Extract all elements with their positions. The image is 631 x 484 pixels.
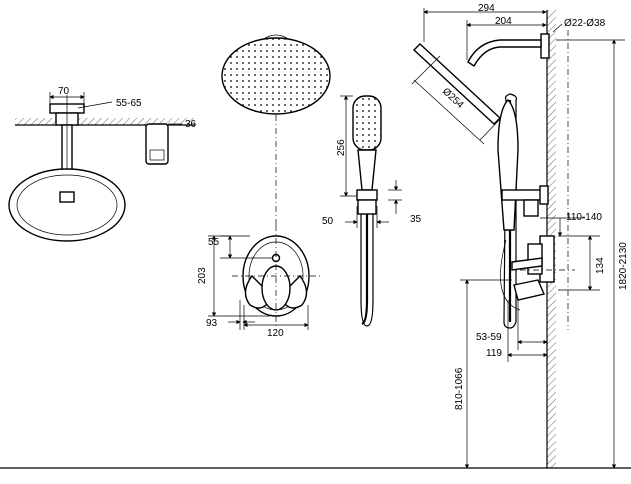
dim-134: 134 (595, 257, 606, 274)
installation-side-view: Ø254 294 204 Ø22-Ø38 110-140 (0, 3, 631, 469)
mixer-front-view: 55 203 93 120 (197, 225, 320, 339)
dim-204: 204 (495, 16, 512, 27)
dim-110-140: 110-140 (566, 212, 602, 223)
dim-53-59: 53-59 (476, 332, 502, 343)
dim-256: 256 (336, 139, 347, 156)
shower-head-top-view (221, 34, 331, 228)
dim-93: 93 (206, 318, 218, 329)
dim-70: 70 (58, 86, 70, 97)
dim-35: 35 (410, 214, 422, 225)
dim-50: 50 (322, 216, 334, 227)
dim-810-1066: 810-1066 (454, 367, 465, 410)
dim-22-38: Ø22-Ø38 (564, 18, 606, 29)
hand-shower-view: 256 50 35 (322, 95, 422, 327)
dim-294: 294 (478, 3, 495, 14)
ceiling-mount-view: 70 55-65 36 (8, 86, 197, 242)
dim-119: 119 (486, 348, 502, 359)
dim-36: 36 (185, 119, 197, 130)
dim-120: 120 (267, 328, 284, 339)
dim-1820-2130: 1820-2130 (618, 242, 629, 290)
dim-203: 203 (197, 267, 208, 284)
dim-55-65: 55-65 (116, 98, 142, 109)
